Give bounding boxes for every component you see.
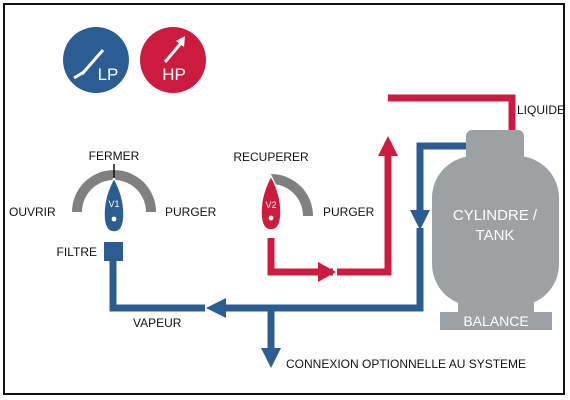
optional-arrow-down — [261, 348, 281, 368]
valve-v1-label: V1 — [108, 199, 119, 209]
lp-label: LP — [98, 65, 119, 84]
valve-v2-recover-label: RECUPERER — [233, 150, 309, 164]
valve-v1-icon[interactable]: V1 — [72, 164, 156, 233]
liquid-arrow-right — [318, 262, 336, 282]
valve-v2-icon[interactable]: V2 — [260, 174, 313, 231]
filter-label: FILTRE — [57, 245, 97, 259]
liquid-line — [267, 94, 516, 276]
liquid-arrow-up — [378, 136, 398, 156]
liquid-label: LIQUIDE — [517, 103, 565, 117]
valve-v1-close-label: FERMER — [89, 149, 140, 163]
lp-gauge-icon: LP — [63, 27, 129, 93]
vapor-line — [109, 142, 488, 350]
tank-cylinder-icon: CYLINDRE / TANK BALANCE — [432, 130, 559, 330]
tank-label-line2: TANK — [476, 227, 515, 244]
hp-label: HP — [162, 65, 186, 84]
vapor-arrow-left — [206, 298, 226, 318]
optional-connection-label: CONNEXION OPTIONNELLE AU SYSTEME — [286, 357, 526, 371]
valve-v1-purge-label: PURGER — [165, 205, 217, 219]
diagram-frame — [3, 3, 565, 395]
valve-v2-purge-label: PURGER — [323, 205, 375, 219]
tank-label-line1: CYLINDRE / — [453, 207, 538, 224]
valve-v1-open-label: OUVRIR — [9, 205, 56, 219]
valve-v2-label: V2 — [265, 200, 276, 210]
filter-icon — [104, 242, 123, 261]
scale-label: BALANCE — [463, 313, 528, 329]
vapor-label: VAPEUR — [133, 316, 182, 330]
vapor-arrow-down — [410, 210, 430, 230]
hp-gauge-icon: HP — [140, 27, 206, 93]
